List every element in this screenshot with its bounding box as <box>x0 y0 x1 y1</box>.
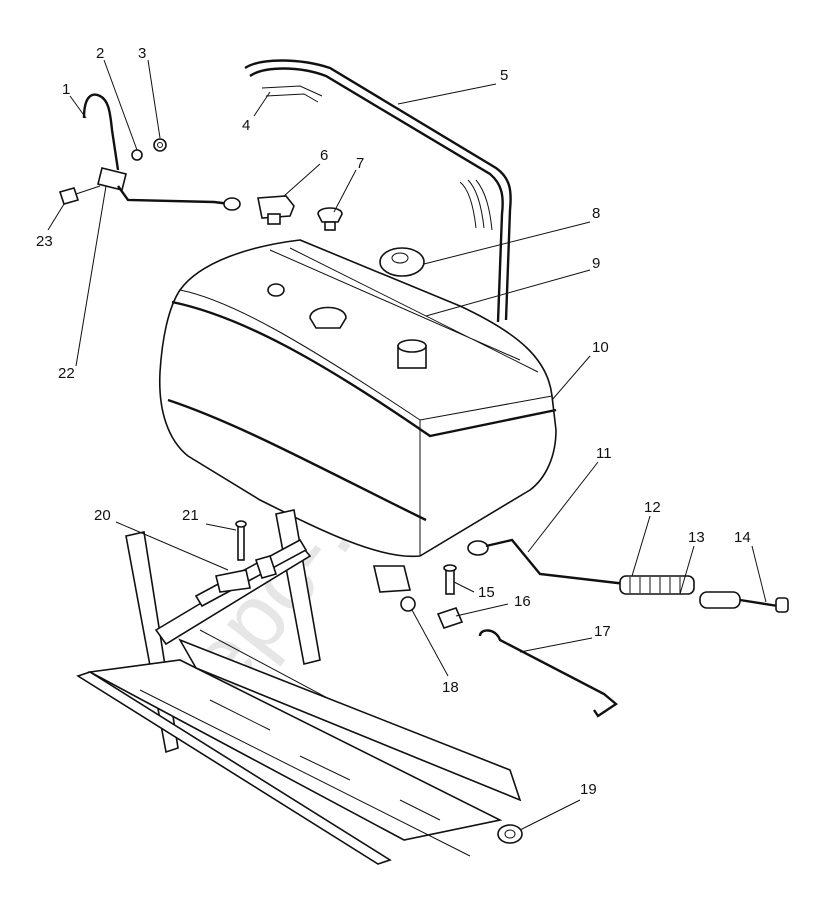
callout-9: 9 <box>592 255 600 272</box>
callout-1: 1 <box>62 81 70 98</box>
retaining-rod <box>478 629 619 718</box>
callout-21: 21 <box>182 507 199 524</box>
tank-strap-assembly <box>244 59 512 323</box>
callout-10: 10 <box>592 339 609 356</box>
callout-19: 19 <box>580 781 597 798</box>
tank-plugs <box>257 195 343 231</box>
fuel-pipe-assembly <box>485 538 789 613</box>
nut-19 <box>497 824 523 844</box>
small-fasteners <box>372 564 464 629</box>
callout-13: 13 <box>688 529 705 546</box>
callout-23: 23 <box>36 233 53 250</box>
breather-line-assembly <box>58 93 241 211</box>
callout-6: 6 <box>320 147 328 164</box>
callout-12: 12 <box>644 499 661 516</box>
callout-18: 18 <box>442 679 459 696</box>
callout-14: 14 <box>734 529 751 546</box>
callout-15: 15 <box>478 584 495 601</box>
callout-5: 5 <box>500 67 508 84</box>
callout-17: 17 <box>594 623 611 640</box>
callout-22: 22 <box>58 365 75 382</box>
tank-cradle-frame <box>76 509 522 865</box>
callout-4: 4 <box>242 117 250 134</box>
callout-7: 7 <box>356 155 364 172</box>
callout-20: 20 <box>94 507 111 524</box>
callout-2: 2 <box>96 45 104 62</box>
fuel-tank <box>158 239 557 558</box>
leader-lines <box>47 59 767 831</box>
callout-11: 11 <box>596 445 612 462</box>
callout-3: 3 <box>138 45 146 62</box>
callout-16: 16 <box>514 593 531 610</box>
callout-labels: 1 2 3 4 5 6 7 8 9 10 11 12 13 14 15 16 1… <box>36 45 751 798</box>
callout-8: 8 <box>592 205 600 222</box>
